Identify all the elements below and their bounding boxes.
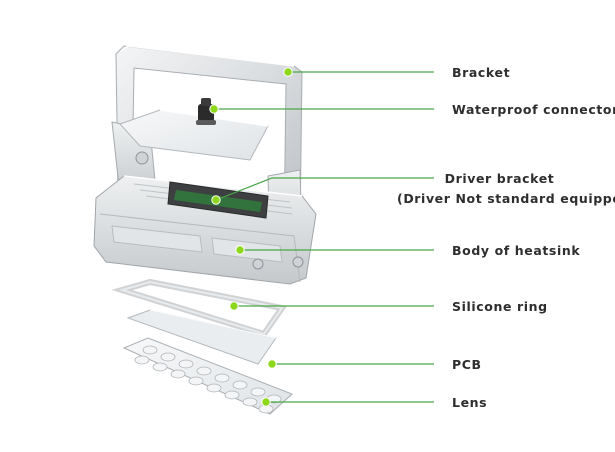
leader-line-driver [215, 177, 434, 201]
leader-dot-driver [211, 195, 221, 205]
label-pcb: PCB [452, 357, 482, 372]
label-lens: Lens [452, 395, 488, 410]
label-bracket: Bracket [452, 65, 511, 80]
driver-cover-plate [119, 109, 269, 161]
leader-dot-heatsink [235, 245, 245, 255]
leader-dot-bracket [283, 67, 293, 77]
label-driver-bracket-line1: Driver bracket [444, 171, 555, 186]
label-silicone-ring: Silicone ring [452, 299, 548, 314]
leader-dot-pcb [267, 359, 277, 369]
label-body-of-heatsink: Body of heatsink [452, 243, 581, 258]
leader-dot-silicone [229, 301, 239, 311]
lens-part [122, 337, 293, 415]
leader-dot-lens [261, 397, 271, 407]
waterproof-connector-part [196, 98, 216, 125]
silicone-ring-part [111, 278, 288, 338]
label-driver-bracket: Driver bracket (Driver Not standard equi… [397, 171, 615, 206]
pcb-part [126, 309, 277, 365]
label-driver-bracket-line2: (Driver Not standard equipped) [397, 191, 615, 206]
label-waterproof-connector: Waterproof connector [452, 102, 615, 117]
leader-dot-connector [209, 104, 219, 114]
leader-lines [209, 67, 434, 407]
